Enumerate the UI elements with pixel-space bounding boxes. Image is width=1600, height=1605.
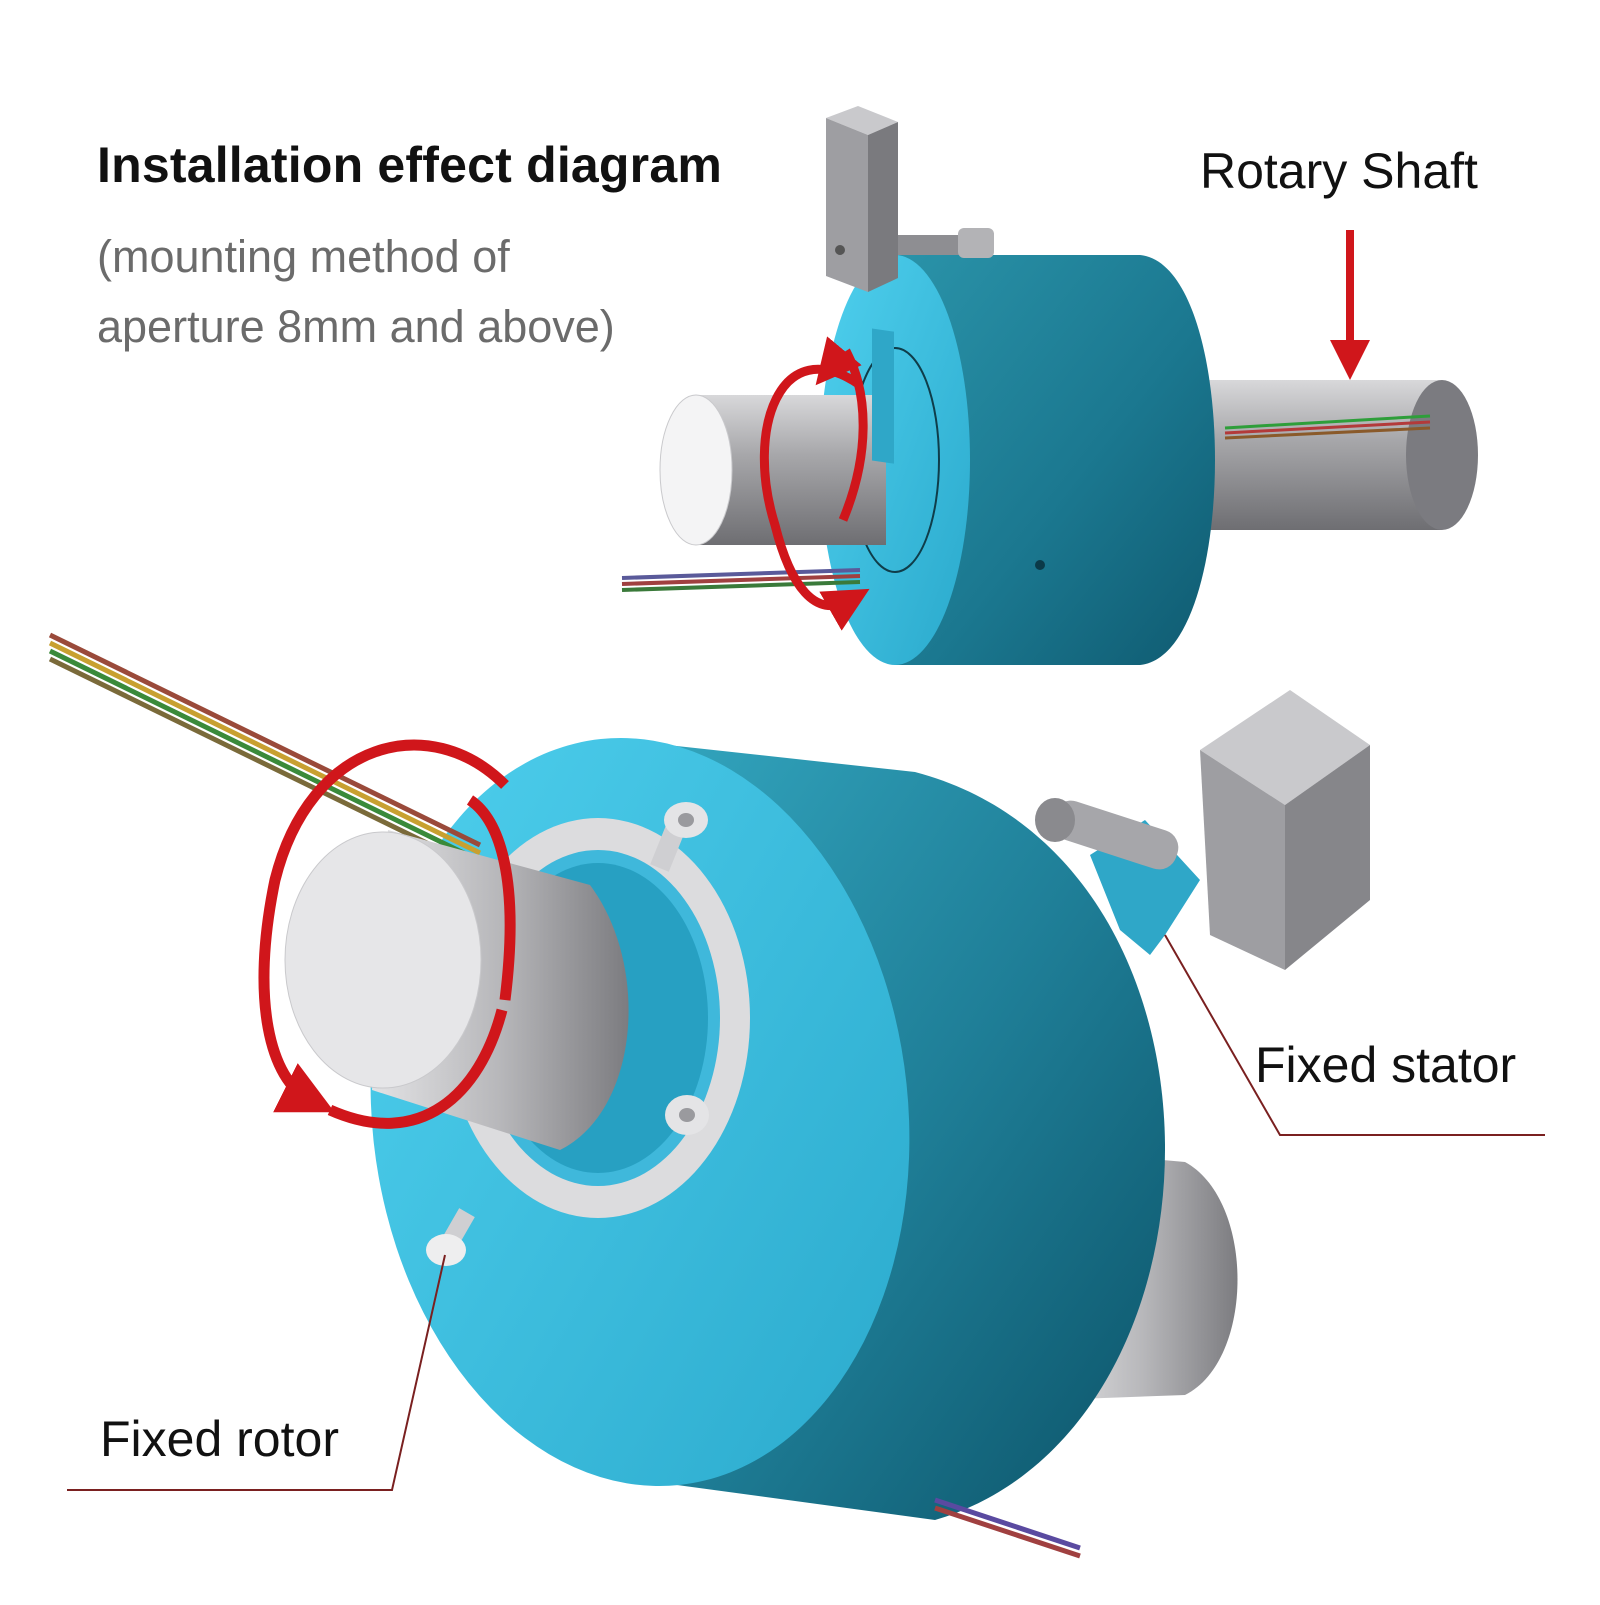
fixed-stator-leader-line [1164,934,1545,1136]
subtitle-line-2: aperture 8mm and above) [97,301,615,352]
main-slip-ring [48,632,1370,1559]
top-wire-bundle [621,568,861,592]
subtitle-line-1: (mounting method of [97,231,510,282]
top-stator-bracket [826,106,994,464]
main-wire-bundle [48,632,1081,1559]
main-stator-bracket [1035,690,1370,970]
main-rotation-arrow [258,739,516,1129]
label-rotary-shaft: Rotary Shaft [1200,143,1478,199]
diagram-subtitle: (mounting method of aperture 8mm and abo… [97,222,615,362]
fixed-rotor-leader-line [67,1254,446,1491]
top-rear-shaft [1170,380,1478,530]
clamp-screws [426,802,709,1266]
label-fixed-rotor: Fixed rotor [100,1411,339,1467]
main-front-shaft [284,830,629,1150]
diagram-title: Installation effect diagram [97,137,722,193]
label-fixed-stator: Fixed stator [1255,1037,1517,1093]
main-stator-block [1200,690,1370,805]
top-slip-ring [621,106,1478,665]
top-rotation-arrow [759,336,870,631]
